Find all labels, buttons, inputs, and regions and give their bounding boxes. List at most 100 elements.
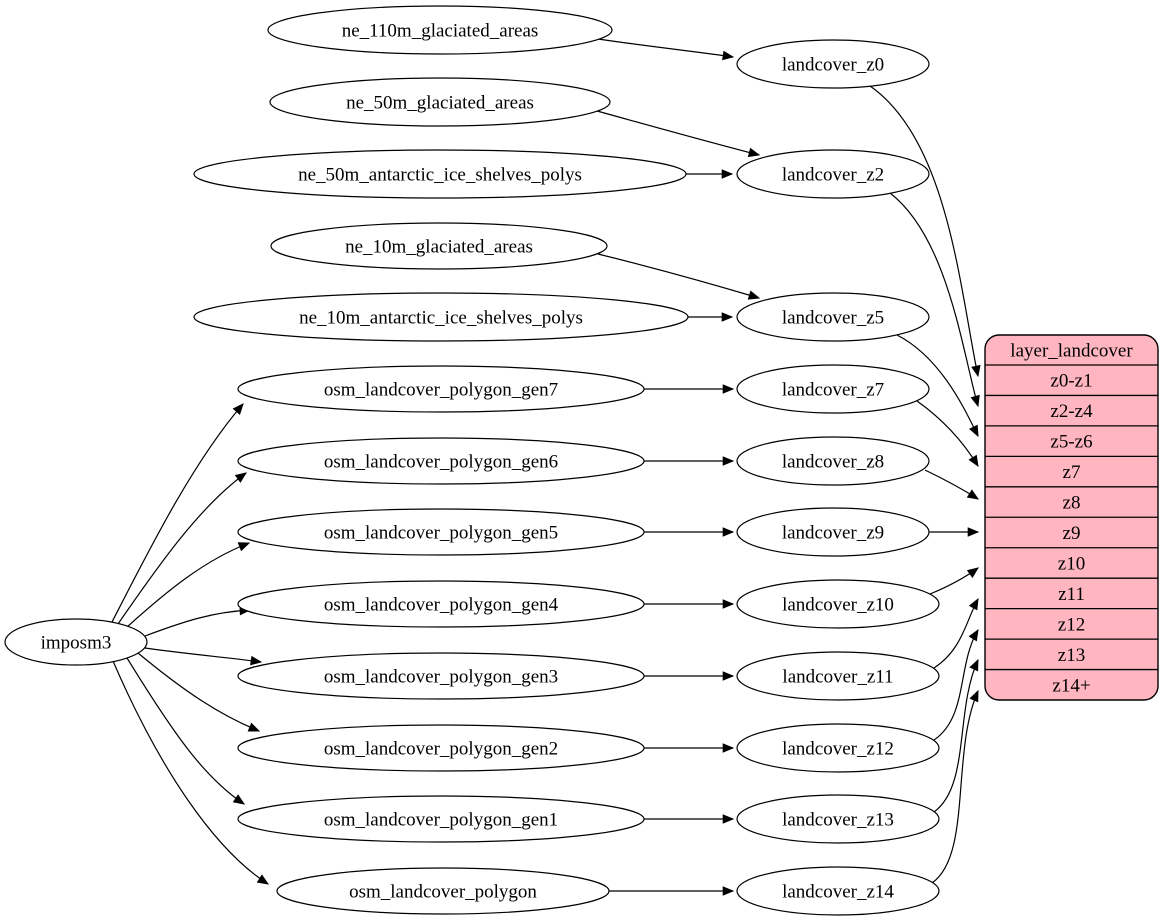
node-label-osm_landcover_polygon_gen4: osm_landcover_polygon_gen4 <box>324 595 559 616</box>
node-ellipse-landcover_z0 <box>736 39 930 89</box>
edge-landcover_z8-to-layer_landcover-z8 <box>924 469 980 500</box>
node-osm_landcover_polygon_gen3: osm_landcover_polygon_gen3 <box>237 652 645 700</box>
node-ellipse-landcover_z14 <box>736 866 940 916</box>
node-imposm3: imposm3 <box>4 618 148 666</box>
edge-ne_10m_glaciated_areas-to-landcover_z5 <box>597 253 761 300</box>
record-row-z14+: z14+ <box>1052 675 1090 696</box>
node-ellipse-osm_landcover_polygon_gen7 <box>237 365 645 413</box>
node-ellipse-landcover_z11 <box>736 651 940 701</box>
edge-imposm3-to-osm_landcover_polygon_gen7 <box>111 403 244 623</box>
node-ne_50m_glaciated_areas: ne_50m_glaciated_areas <box>269 77 611 127</box>
record-row-z11: z11 <box>1058 584 1085 605</box>
node-ne_50m_antarctic_ice_shelves_polys: ne_50m_antarctic_ice_shelves_polys <box>193 149 687 199</box>
node-osm_landcover_polygon: osm_landcover_polygon <box>276 867 610 915</box>
node-ellipse-landcover_z5 <box>736 292 930 342</box>
node-label-osm_landcover_polygon_gen3: osm_landcover_polygon_gen3 <box>324 667 558 688</box>
node-ellipse-landcover_z9 <box>736 507 930 557</box>
node-osm_landcover_polygon_gen5: osm_landcover_polygon_gen5 <box>237 508 645 556</box>
record-node-layer_landcover: layer_landcoverz0-z1z2-z4z5-z6z7z8z9z10z… <box>984 334 1159 701</box>
node-label-landcover_z9: landcover_z9 <box>782 523 884 544</box>
node-ellipse-osm_landcover_polygon_gen1 <box>237 795 645 843</box>
node-label-landcover_z0: landcover_z0 <box>782 55 884 76</box>
node-landcover_z11: landcover_z11 <box>736 651 940 701</box>
node-landcover_z2: landcover_z2 <box>736 149 930 199</box>
edge-landcover_z0-to-layer_landcover-z0-z1 <box>869 85 981 378</box>
node-label-osm_landcover_polygon_gen5: osm_landcover_polygon_gen5 <box>324 523 558 544</box>
node-label-ne_50m_antarctic_ice_shelves_polys: ne_50m_antarctic_ice_shelves_polys <box>298 165 582 186</box>
node-landcover_z13: landcover_z13 <box>736 794 940 844</box>
edge-landcover_z11-to-layer_landcover-z11 <box>933 597 979 669</box>
node-landcover_z8: landcover_z8 <box>736 436 930 486</box>
node-label-landcover_z2: landcover_z2 <box>782 165 884 186</box>
node-label-ne_10m_glaciated_areas: ne_10m_glaciated_areas <box>345 237 533 258</box>
node-ne_10m_antarctic_ice_shelves_polys: ne_10m_antarctic_ice_shelves_polys <box>193 292 689 342</box>
node-ellipse-ne_50m_glaciated_areas <box>269 77 611 127</box>
node-label-osm_landcover_polygon: osm_landcover_polygon <box>349 882 537 903</box>
node-ellipse-osm_landcover_polygon_gen5 <box>237 508 645 556</box>
node-landcover_z14: landcover_z14 <box>736 866 940 916</box>
node-ellipse-ne_50m_antarctic_ice_shelves_polys <box>193 149 687 199</box>
record-row-z12: z12 <box>1058 614 1085 635</box>
edge-imposm3-to-osm_landcover_polygon <box>112 660 270 885</box>
record-title: layer_landcover <box>1010 341 1133 362</box>
edge-landcover_z7-to-layer_landcover-z7 <box>916 400 979 468</box>
edge-imposm3-to-osm_landcover_polygon_gen5 <box>126 542 251 628</box>
node-label-imposm3: imposm3 <box>41 633 112 654</box>
node-label-ne_10m_antarctic_ice_shelves_polys: ne_10m_antarctic_ice_shelves_polys <box>299 308 583 329</box>
record-row-z5-z6: z5-z6 <box>1050 432 1092 453</box>
edge-ne_110m_glaciated_areas-to-landcover_z0 <box>597 38 735 61</box>
node-label-osm_landcover_polygon_gen1: osm_landcover_polygon_gen1 <box>324 810 558 831</box>
node-landcover_z10: landcover_z10 <box>736 579 940 629</box>
node-label-osm_landcover_polygon_gen7: osm_landcover_polygon_gen7 <box>324 380 558 401</box>
record-row-z9: z9 <box>1063 523 1081 544</box>
node-label-landcover_z7: landcover_z7 <box>782 380 884 401</box>
edge-landcover_z13-to-layer_landcover-z13 <box>933 658 979 813</box>
edge-landcover_z12-to-layer_landcover-z12 <box>933 628 979 741</box>
edge-imposm3-to-osm_landcover_polygon_gen3 <box>144 647 263 666</box>
edge-imposm3-to-osm_landcover_polygon_gen1 <box>126 657 245 805</box>
node-osm_landcover_polygon_gen2: osm_landcover_polygon_gen2 <box>237 724 645 772</box>
node-ellipse-landcover_z2 <box>736 149 930 199</box>
edge-imposm3-to-osm_landcover_polygon_gen4 <box>144 605 252 637</box>
node-ellipse-osm_landcover_polygon <box>276 867 610 915</box>
record-row-z7: z7 <box>1063 462 1081 483</box>
node-label-landcover_z5: landcover_z5 <box>782 308 884 329</box>
node-landcover_z0: landcover_z0 <box>736 39 930 89</box>
node-ne_110m_glaciated_areas: ne_110m_glaciated_areas <box>267 5 613 55</box>
node-ellipse-landcover_z8 <box>736 436 930 486</box>
node-landcover_z9: landcover_z9 <box>736 507 930 557</box>
node-label-landcover_z8: landcover_z8 <box>782 452 884 473</box>
node-ellipse-landcover_z12 <box>736 723 940 773</box>
record-row-z2-z4: z2-z4 <box>1050 401 1093 422</box>
node-label-ne_50m_glaciated_areas: ne_50m_glaciated_areas <box>346 93 534 114</box>
node-ellipse-landcover_z10 <box>736 579 940 629</box>
node-landcover_z12: landcover_z12 <box>736 723 940 773</box>
node-label-ne_110m_glaciated_areas: ne_110m_glaciated_areas <box>342 21 539 42</box>
node-ellipse-osm_landcover_polygon_gen4 <box>237 580 645 628</box>
node-ellipse-osm_landcover_polygon_gen2 <box>237 724 645 772</box>
node-ellipse-ne_10m_antarctic_ice_shelves_polys <box>193 292 689 342</box>
record-row-z10: z10 <box>1058 553 1085 574</box>
edge-landcover_z10-to-layer_landcover-z10 <box>929 567 979 595</box>
edge-imposm3-to-osm_landcover_polygon_gen2 <box>137 652 261 732</box>
edge-ne_50m_glaciated_areas-to-landcover_z2 <box>596 110 761 158</box>
edge-landcover_z2-to-layer_landcover-z2-z4 <box>889 192 980 408</box>
node-label-landcover_z13: landcover_z13 <box>782 810 894 831</box>
record-row-z8: z8 <box>1063 493 1081 514</box>
edge-imposm3-to-osm_landcover_polygon_gen6 <box>117 472 247 625</box>
node-label-landcover_z10: landcover_z10 <box>782 595 894 616</box>
node-label-landcover_z11: landcover_z11 <box>782 667 893 688</box>
node-ellipse-osm_landcover_polygon_gen6 <box>237 437 645 485</box>
node-landcover_z5: landcover_z5 <box>736 292 930 342</box>
record-row-z13: z13 <box>1058 645 1085 666</box>
node-ellipse-landcover_z13 <box>736 794 940 844</box>
edge-landcover_z14-to-layer_landcover-z14+ <box>931 689 979 884</box>
node-label-landcover_z14: landcover_z14 <box>782 882 894 903</box>
node-osm_landcover_polygon_gen6: osm_landcover_polygon_gen6 <box>237 437 645 485</box>
node-osm_landcover_polygon_gen7: osm_landcover_polygon_gen7 <box>237 365 645 413</box>
node-ellipse-ne_10m_glaciated_areas <box>270 222 608 270</box>
node-label-landcover_z12: landcover_z12 <box>782 739 894 760</box>
node-ellipse-imposm3 <box>4 618 148 666</box>
node-osm_landcover_polygon_gen1: osm_landcover_polygon_gen1 <box>237 795 645 843</box>
